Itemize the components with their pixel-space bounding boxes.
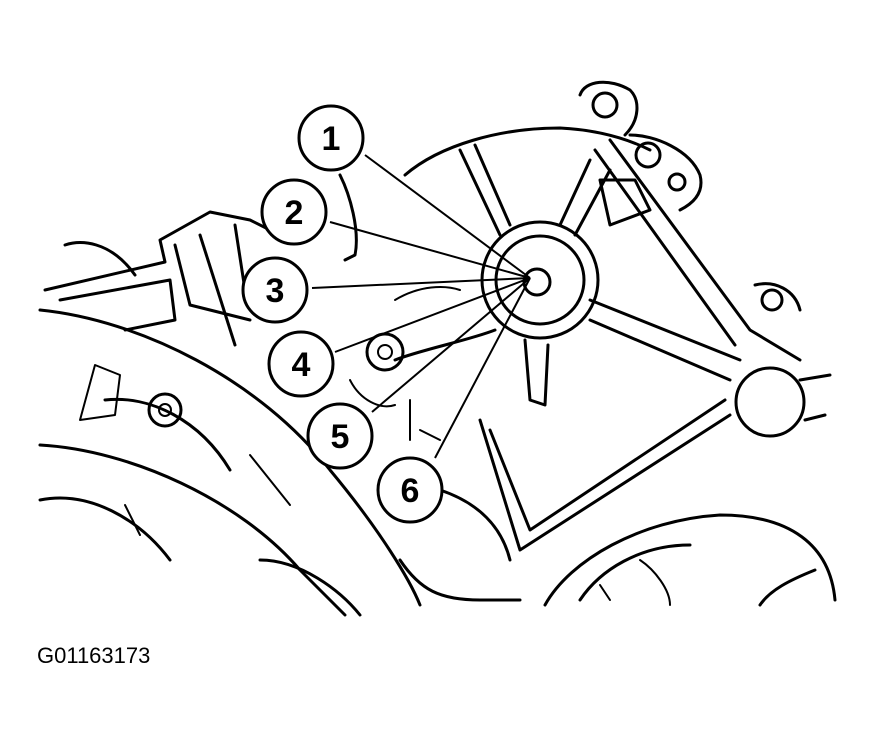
callout-1: 1 (297, 104, 365, 172)
figure-id: G01163173 (37, 643, 151, 668)
engine-outline (38, 80, 837, 617)
callout-2: 2 (260, 178, 328, 246)
callout-label: 1 (322, 120, 341, 158)
callout-6: 6 (376, 456, 444, 524)
callout-label: 5 (331, 418, 350, 456)
callout-label: 3 (266, 272, 285, 310)
callout-label: 2 (285, 194, 304, 232)
callout-3: 3 (241, 256, 309, 324)
callout-4: 4 (267, 330, 335, 398)
callout-label: 4 (292, 346, 311, 384)
leader-lines (311, 154, 531, 459)
callout-5: 5 (306, 402, 374, 470)
callout-label: 6 (401, 472, 420, 510)
